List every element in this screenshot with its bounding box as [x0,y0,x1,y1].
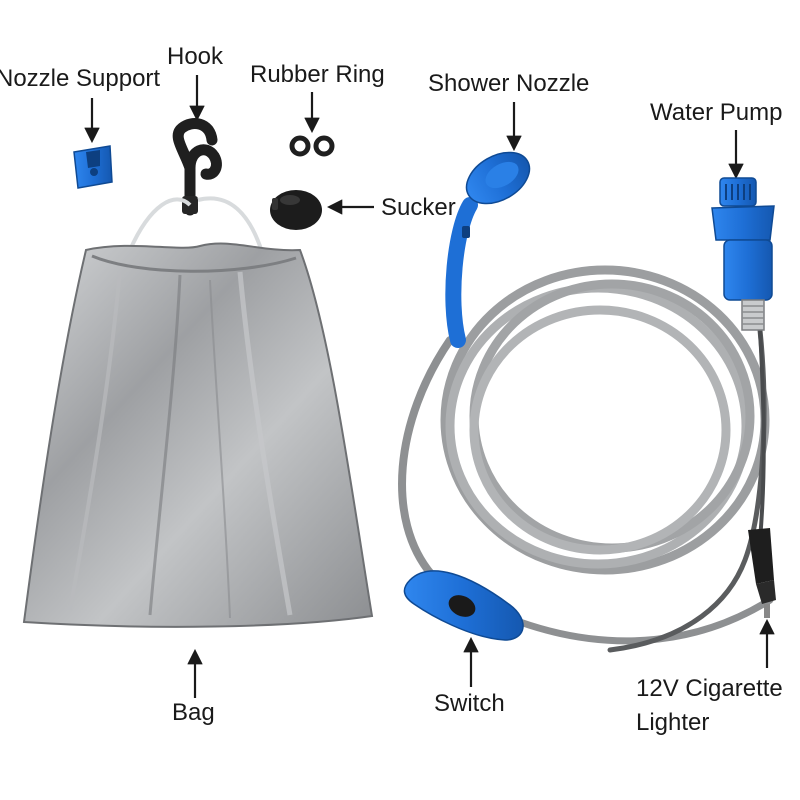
label-sucker: Sucker [381,194,456,221]
bag-strings [128,196,264,253]
label-rubber-ring: Rubber Ring [250,61,385,88]
label-water-pump: Water Pump [650,99,783,126]
label-cigarette-lighter: 12V Cigarette Lighter [636,672,800,740]
label-cigarette-lighter-line2: Lighter [636,709,710,736]
power-cable [607,327,767,653]
sucker-part [270,190,322,230]
water-pump-part [711,177,775,331]
rubber-ring-part [289,135,335,157]
cigarette-lighter-part [748,528,776,618]
label-bag: Bag [172,699,215,726]
hose-coil [440,265,770,575]
label-shower-nozzle: Shower Nozzle [428,70,590,97]
label-cigarette-lighter-line1: 12V Cigarette [636,675,783,702]
label-hook: Hook [167,43,224,70]
hose-to-switch [398,336,774,645]
shower-nozzle-part [445,151,531,348]
switch-part [403,570,524,641]
label-switch: Switch [434,690,505,717]
callout-arrows [84,75,775,698]
label-nozzle-support: Nozzle Support [0,65,161,92]
nozzle-support-part [73,145,113,189]
bag-part [22,242,374,628]
